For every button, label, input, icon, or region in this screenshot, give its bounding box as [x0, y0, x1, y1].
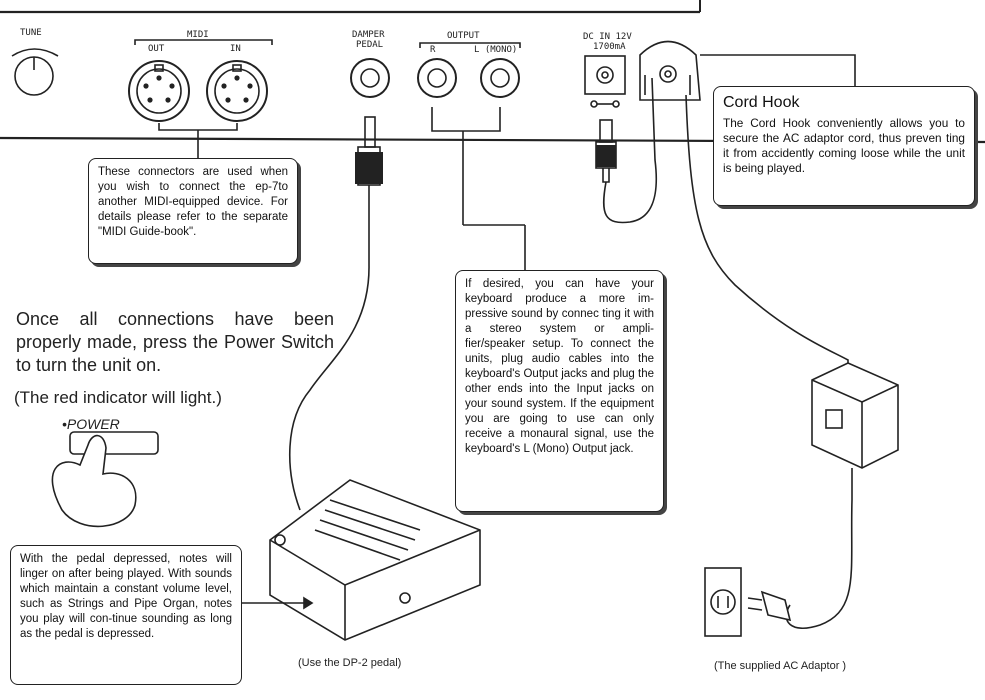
- adaptor-caption: (The supplied AC Adaptor ): [714, 660, 847, 672]
- output-bracket: [419, 42, 521, 48]
- midi-in-jack: [206, 60, 268, 122]
- cord-hook-title: Cord Hook: [723, 94, 800, 111]
- output-r-jack: [417, 58, 457, 98]
- cord-hook: [639, 40, 701, 101]
- tune-label: TUNE: [20, 28, 42, 38]
- ac-adaptor: [811, 362, 899, 469]
- power-switch: [69, 431, 159, 455]
- midi-bracket: [134, 39, 273, 45]
- output-l-jack: [480, 58, 520, 98]
- midi-note-text: These connectors are used when you wish …: [98, 166, 288, 238]
- damper-label: DAMPER: [352, 30, 385, 40]
- pedal-note-text: With the pedal depressed, notes will lin…: [20, 553, 232, 640]
- pedal-label: PEDAL: [356, 40, 384, 50]
- hand-icon: [51, 434, 137, 528]
- midi-label: MIDI: [187, 30, 209, 40]
- cord-hook-box: Cord Hook The Cord Hook conveniently all…: [713, 86, 975, 206]
- damper-pedal: [269, 479, 481, 641]
- midi-out-label: OUT: [148, 44, 165, 54]
- pedal-note-box: With the pedal depressed, notes will lin…: [10, 545, 242, 685]
- indicator-note: (The red indicator will light.): [14, 388, 222, 407]
- output-note-text: If desired, you can have your keyboard p…: [465, 278, 654, 455]
- output-note-box: If desired, you can have your keyboard p…: [455, 270, 664, 512]
- pedal-caption: (Use the DP-2 pedal): [298, 657, 402, 669]
- ac-plug: [760, 590, 792, 622]
- output-r-label: R: [430, 45, 436, 55]
- wall-outlet: [704, 567, 742, 637]
- power-instruction: Once all connections have been properly …: [16, 309, 334, 375]
- midi-note-box: These connectors are used when you wish …: [88, 158, 298, 264]
- midi-out-jack: [128, 60, 190, 122]
- power-label: •POWER: [62, 416, 120, 432]
- damper-pedal-jack: [350, 58, 390, 98]
- output-l-label: L (MONO): [474, 45, 518, 55]
- dc-in-jack: [584, 55, 626, 95]
- output-label: OUTPUT: [447, 31, 480, 41]
- dc-rating-label: 1700mA: [593, 42, 626, 52]
- midi-in-label: IN: [230, 44, 241, 54]
- dc-in-label: DC IN 12V: [583, 32, 632, 42]
- cord-hook-text: The Cord Hook conveniently allows you to…: [723, 116, 965, 175]
